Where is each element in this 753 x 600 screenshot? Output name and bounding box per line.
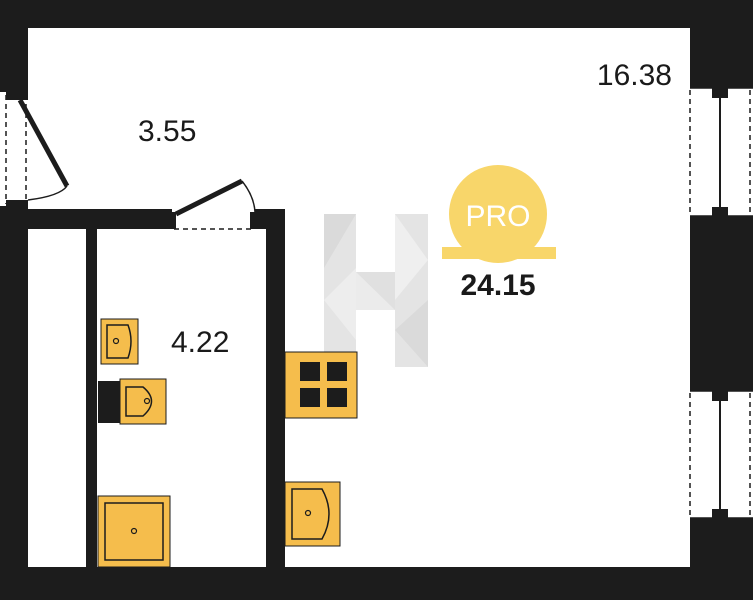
pro-badge: PRO [442, 165, 556, 263]
kitchen-sink-icon [284, 481, 341, 547]
toilet-icon [98, 378, 167, 425]
bathroom-area-label: 4.22 [171, 326, 229, 359]
entrance-door-icon [4, 92, 70, 208]
wall-bottom [0, 567, 753, 600]
wall-left-lower [0, 206, 28, 600]
wall-left-upper [0, 0, 28, 92]
watermark-logo-icon [324, 214, 428, 367]
wall-closet-divider [86, 229, 97, 574]
bathroom-sink-icon [100, 318, 139, 365]
wall-right-bottom [690, 518, 753, 600]
shower-tray-icon [97, 495, 171, 568]
window-upper-icon [689, 87, 753, 217]
total-area-label: 24.15 [460, 269, 535, 302]
wall-right-top [690, 0, 753, 88]
wall-top [0, 0, 753, 28]
wall-partition-vertical [266, 209, 285, 574]
wall-right-middle [690, 216, 753, 391]
hallway-area-label: 3.55 [138, 115, 196, 148]
window-lower-icon [689, 390, 753, 519]
wall-partition-horizontal [0, 209, 172, 229]
main-room-area-label: 16.38 [597, 59, 672, 92]
bathroom-door-icon [168, 178, 258, 230]
stove-icon [284, 351, 358, 419]
pro-badge-text: PRO [465, 200, 530, 233]
